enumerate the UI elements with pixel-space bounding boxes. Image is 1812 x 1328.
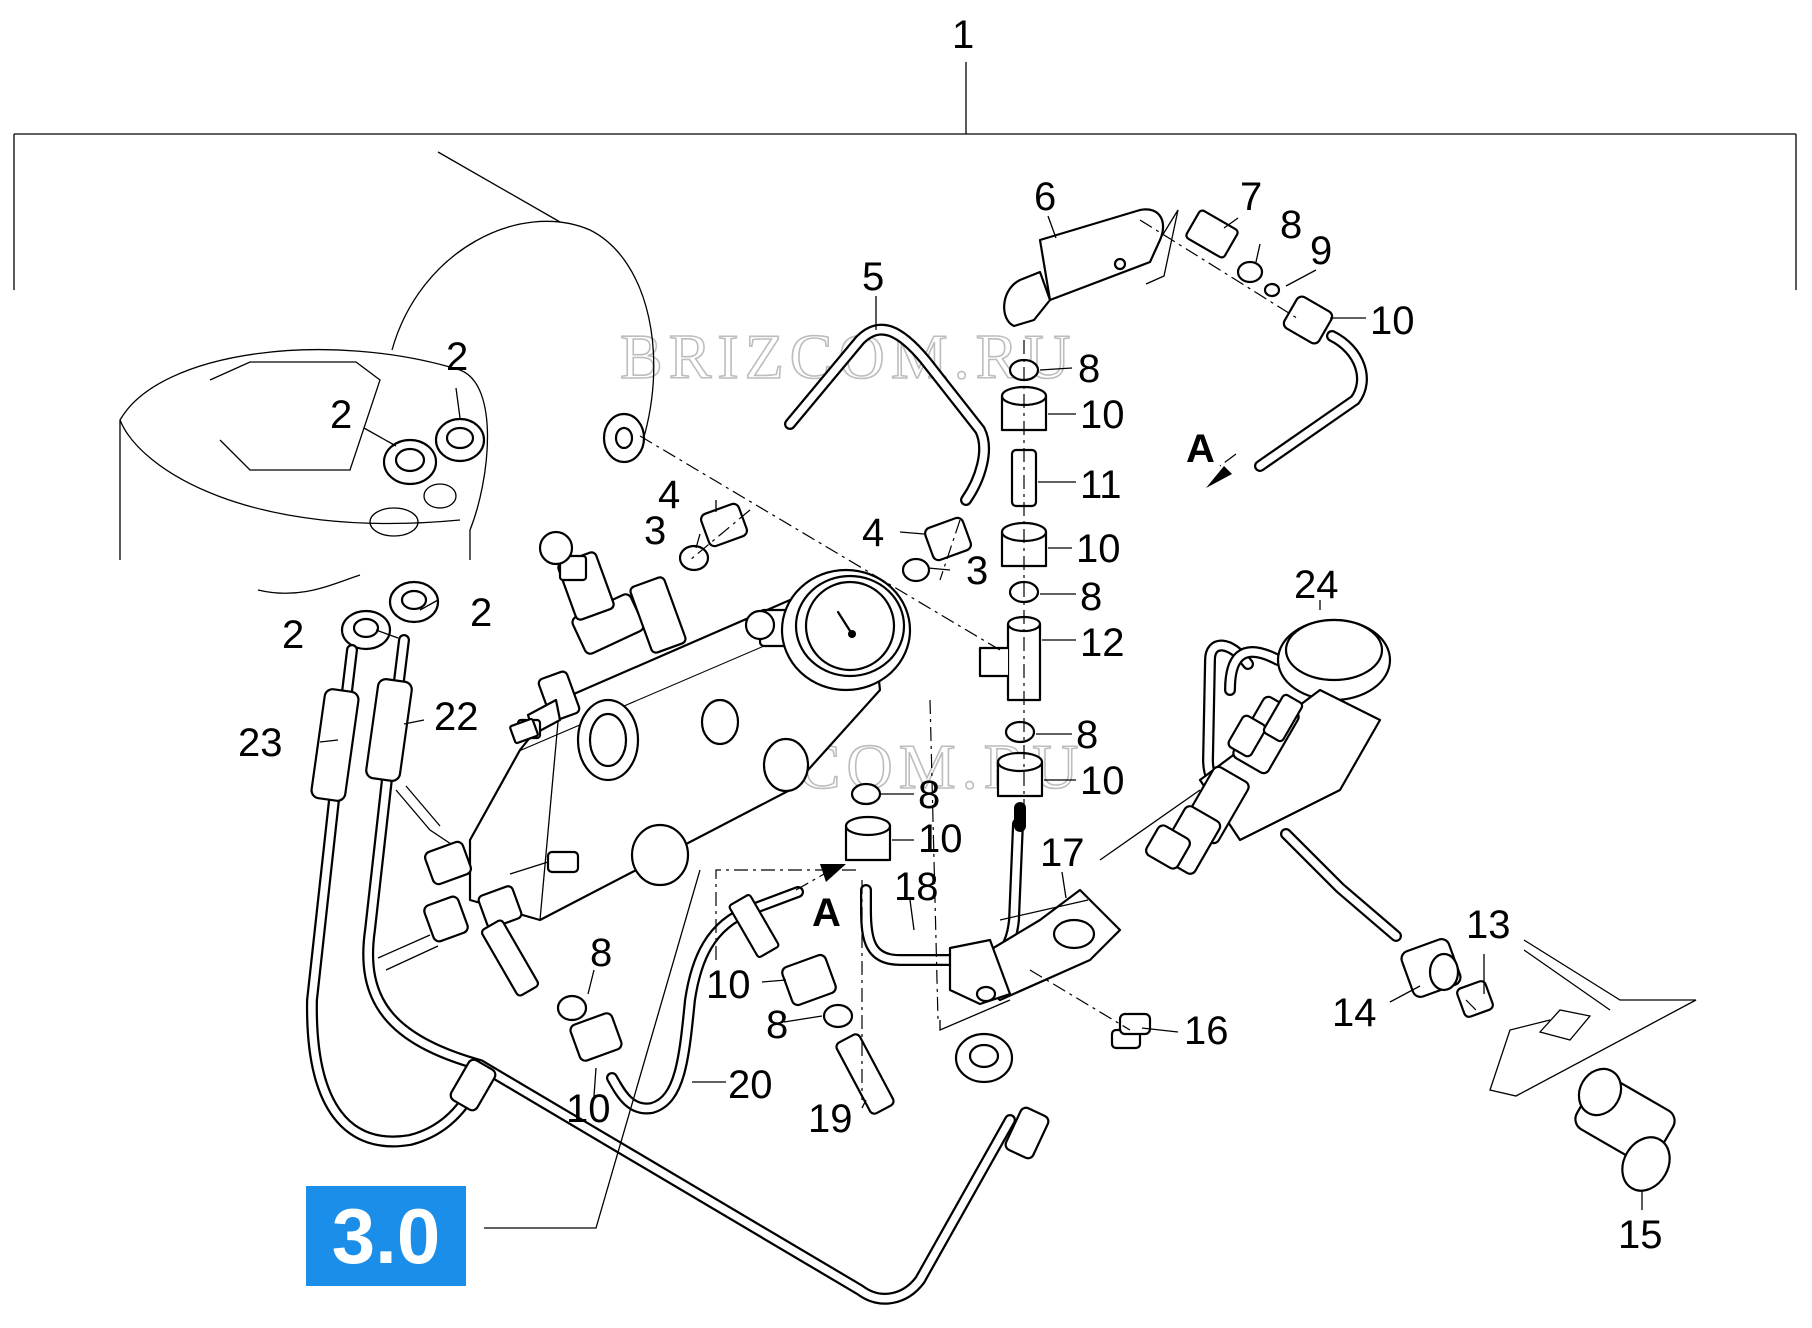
callouts: 1 2 2 2 2 3 3 4 4 5 6 7 8 9 10 8 10 11 1…: [238, 13, 1663, 1257]
nut-10-d: [844, 815, 892, 862]
callout-13: 13: [1466, 903, 1511, 947]
callout-10-lower-middle: 10: [706, 963, 751, 1007]
reference-badge[interactable]: 3.0: [306, 1186, 466, 1286]
bracket-17: [939, 888, 1122, 1031]
callout-16: 16: [1184, 1009, 1229, 1053]
arrow-a-top: A: [1186, 427, 1237, 488]
callout-3-right: 3: [966, 549, 988, 593]
callout-10-lower-left: 10: [566, 1087, 611, 1131]
pipe-6: [1003, 208, 1179, 328]
ring-8-f: [822, 1003, 854, 1029]
fitting-7: [1185, 209, 1239, 259]
callout-2-top-right: 2: [446, 335, 468, 379]
callout-18: 18: [894, 865, 939, 909]
callout-7: 7: [1240, 175, 1262, 219]
callout-23: 23: [238, 721, 283, 765]
callout-8-column-b: 8: [1080, 575, 1102, 619]
tube-5: [784, 323, 990, 506]
nut-2-upper-right: [434, 417, 486, 463]
nut-bracket: [954, 1032, 1014, 1084]
callout-8-block: 8: [918, 773, 940, 817]
callout-9: 9: [1310, 229, 1332, 273]
callout-3-left: 3: [644, 509, 666, 553]
callout-2-top-left: 2: [330, 393, 352, 437]
hose-fitting-right: [1004, 1106, 1050, 1160]
tank-housing: [119, 151, 655, 594]
callout-8-column-a: 8: [1078, 347, 1100, 391]
tube-top-right: [1254, 330, 1368, 472]
arrow-a-bottom: A: [795, 864, 846, 935]
ring-8-top: [1236, 260, 1264, 284]
nut-2-lower-right: [388, 580, 440, 624]
callout-10-top-right: 10: [1370, 299, 1415, 343]
nut-14: [1400, 938, 1462, 998]
callout-4-right: 4: [862, 511, 884, 555]
fitting-4-left: [699, 502, 749, 548]
arrow-a-bottom-label: A: [812, 891, 841, 935]
hose-fitting-left: [449, 1058, 497, 1112]
nut-10-c: [996, 751, 1044, 798]
nut-10-e: [569, 1012, 623, 1062]
ring-3-right: [901, 557, 931, 583]
callout-2-bottom-left: 2: [282, 613, 304, 657]
valve-24: [1145, 618, 1402, 942]
arrow-a-top-label: A: [1186, 427, 1215, 471]
bolt-16: [1110, 1012, 1152, 1050]
callout-4-left: 4: [658, 473, 680, 517]
pin-19: [835, 1033, 895, 1115]
ring-8-c: [1004, 720, 1036, 744]
callout-6: 6: [1034, 175, 1056, 219]
callout-17: 17: [1040, 831, 1085, 875]
callout-10-block: 10: [918, 817, 963, 861]
callout-5: 5: [862, 255, 884, 299]
nut-2-upper-left: [382, 438, 438, 486]
callout-19: 19: [808, 1097, 853, 1141]
nut-10-top-right: [1282, 295, 1334, 345]
callout-10-column-b: 10: [1076, 527, 1121, 571]
ring-9: [1263, 282, 1281, 298]
callout-11: 11: [1080, 463, 1122, 507]
callout-1: 1: [952, 13, 974, 57]
pressure-gauge: [780, 568, 912, 692]
callout-2-bottom-right: 2: [470, 591, 492, 635]
coupling-15: [1574, 1067, 1676, 1192]
callout-10-column-a: 10: [1080, 393, 1125, 437]
callout-15: 15: [1618, 1213, 1663, 1257]
assembly-axes: [639, 219, 1481, 1100]
callout-8-lower-left: 8: [590, 931, 612, 975]
fitting-13: [1456, 980, 1494, 1018]
callout-8-lower-middle: 8: [766, 1003, 788, 1047]
callout-14: 14: [1332, 991, 1377, 1035]
assembly-bracket: [13, 62, 1797, 290]
callout-8-top-right: 8: [1280, 203, 1302, 247]
callout-22: 22: [434, 695, 479, 739]
callout-20: 20: [728, 1063, 773, 1107]
callout-8-column-c: 8: [1076, 713, 1098, 757]
tube-20: [606, 886, 804, 1115]
fitting-4-right: [923, 516, 973, 562]
callout-10-column-c: 10: [1080, 759, 1125, 803]
hose-22: [362, 634, 1016, 1305]
tank-nut: [602, 412, 646, 464]
nut-10-f: [781, 953, 837, 1007]
ring-8-d: [850, 782, 882, 806]
leader-lines: [319, 215, 1643, 1229]
nut-2-lower-left: [340, 609, 392, 651]
block-left-fittings: [377, 670, 581, 997]
tee-12: [978, 615, 1042, 702]
ring-8-e: [556, 994, 588, 1022]
callout-12: 12: [1080, 621, 1125, 665]
bracket-panel: [1489, 939, 1697, 1097]
callout-24: 24: [1294, 563, 1339, 607]
ring-3-left: [678, 544, 710, 572]
